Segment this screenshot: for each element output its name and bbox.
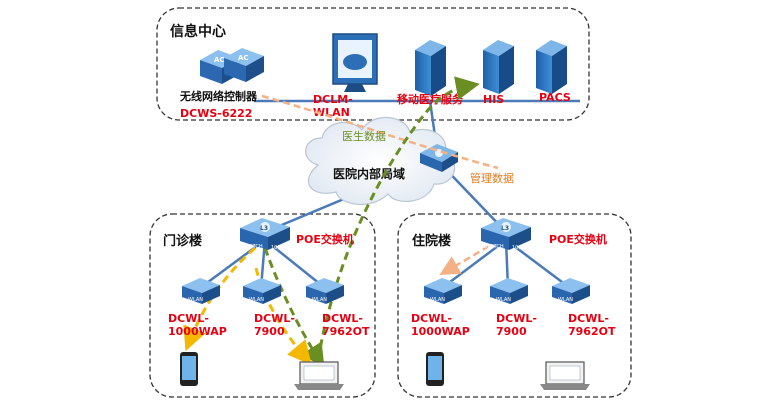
outpatient-switch-label: POE交换机	[296, 232, 354, 246]
info-center-title: 信息中心	[170, 23, 226, 40]
inpatient-switch-mark: SWITCH	[484, 244, 504, 250]
inpatient-l3-mark: L3	[501, 225, 509, 232]
outpatient-zone	[149, 213, 376, 398]
outpatient-laptop-icon	[294, 361, 344, 390]
outpatient-ap3-label-2: 7962OT	[322, 325, 370, 338]
outpatient-ap2-label-2: 7900	[254, 325, 285, 338]
inpatient-ap-7962ot-icon	[552, 278, 590, 304]
ac-mark-1: AC	[214, 56, 225, 64]
his-label: HIS	[483, 93, 504, 106]
inpatient-switch-label: POE交换机	[549, 232, 607, 246]
outpatient-ap-1000wap-icon	[182, 278, 220, 304]
dclm-label-2: WLAN	[313, 106, 350, 119]
his-server-icon	[483, 40, 514, 94]
pacs-label: PACS	[539, 91, 571, 104]
outpatient-title: 门诊楼	[163, 233, 202, 249]
inpatient-poe-switch-icon	[481, 218, 531, 250]
outpatient-speed-mark: 1000M	[271, 245, 288, 251]
controller-model: DCWS-6222	[180, 107, 252, 120]
dclm-monitor-icon	[332, 33, 378, 92]
inpatient-ap-7900-icon	[490, 278, 528, 304]
outpatient-ap-7900-icon	[243, 278, 281, 304]
outpatient-l3-mark: L3	[260, 225, 268, 232]
inpatient-laptop-icon	[540, 361, 590, 390]
outpatient-ap1-label-2: 1000WAP	[168, 325, 227, 338]
intranet-label: 医院内部局域	[333, 166, 405, 181]
inpatient-ap1-label-2: 1000WAP	[411, 325, 470, 338]
doctor-data-flow-branch	[263, 247, 325, 369]
inpatient-phone-icon	[426, 352, 444, 386]
management-data-flow	[261, 94, 499, 170]
dclm-label-1: DCLM-	[313, 93, 353, 106]
inpatient-ap3-wlan-mark: WLAN	[558, 297, 573, 303]
inpatient-ap3-label-1: DCWL-	[568, 312, 609, 325]
controller-label: 无线网络控制器	[179, 89, 258, 103]
doctor-data-label: 医生数据	[342, 129, 386, 143]
inpatient-speed-mark: 1000M	[512, 245, 529, 251]
doctor-data-flow	[316, 76, 480, 361]
outpatient-phone-icon	[180, 352, 198, 386]
info-center-zone	[156, 7, 590, 121]
mobile-service-server-icon	[415, 40, 446, 96]
inpatient-ap2-label-1: DCWL-	[496, 312, 537, 325]
outpatient-switch-mark: SWITCH	[243, 244, 263, 250]
inpatient-ap2-wlan-mark: WLAN	[496, 297, 511, 303]
inpatient-ap1-wlan-mark: WLAN	[430, 297, 445, 303]
outpatient-ap3-label-1: DCWL-	[322, 312, 363, 325]
outpatient-ap-7962ot-icon	[306, 278, 344, 304]
mobile-service-label: 移动医疗服务	[397, 92, 464, 106]
outpatient-ap1-wlan-mark: WLAN	[188, 297, 203, 303]
wireless-controller-icon	[200, 48, 264, 84]
inpatient-ap3-label-2: 7962OT	[568, 325, 616, 338]
management-data-label: 管理数据	[470, 171, 514, 185]
inpatient-title: 住院楼	[412, 233, 451, 249]
outpatient-ap3-wlan-mark: WLAN	[312, 297, 327, 303]
outpatient-ap1-label-1: DCWL-	[168, 312, 209, 325]
pacs-server-icon	[536, 40, 567, 94]
outpatient-poe-switch-icon	[240, 218, 290, 250]
outpatient-ap2-label-1: DCWL-	[254, 312, 295, 325]
ac-mark-2: AC	[238, 54, 249, 62]
inpatient-ap-1000wap-icon	[424, 278, 462, 304]
outpatient-ap2-wlan-mark: WLAN	[249, 297, 264, 303]
inpatient-zone	[397, 213, 632, 398]
inpatient-ap1-label-1: DCWL-	[411, 312, 452, 325]
core-switch-icon	[420, 144, 458, 172]
inpatient-ap2-label-2: 7900	[496, 325, 527, 338]
